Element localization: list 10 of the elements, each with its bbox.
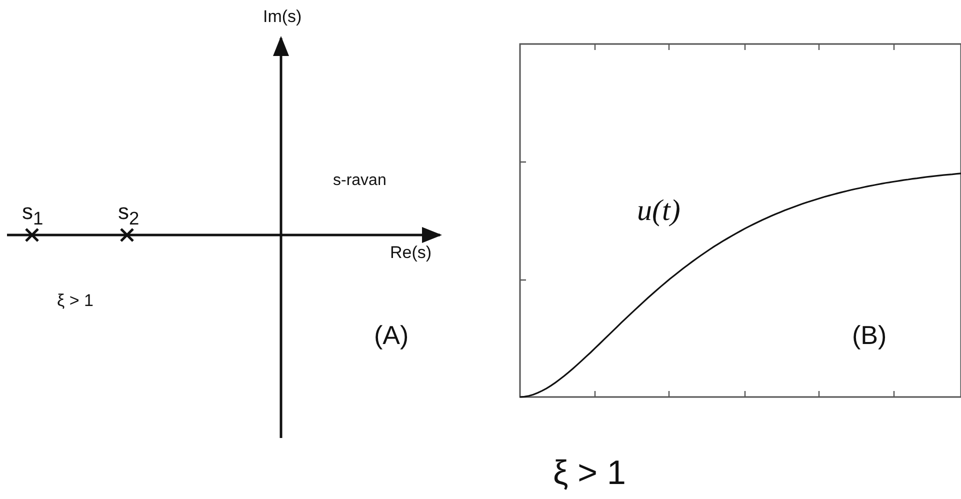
curve-label: u(t) (637, 196, 680, 226)
axis-label: Re(s) (390, 244, 432, 261)
condition-label: ξ > 1 (57, 292, 94, 309)
panel-label: (A) (374, 322, 409, 348)
plane-label: s-ravan (333, 173, 386, 189)
caption: ξ > 1 (553, 456, 626, 490)
panel-label: (B) (852, 322, 887, 348)
axis-label: Im(s) (263, 8, 302, 25)
pole-label: s$_{2}$ (118, 201, 140, 228)
pole-label: s$_{1}$ (22, 201, 44, 228)
